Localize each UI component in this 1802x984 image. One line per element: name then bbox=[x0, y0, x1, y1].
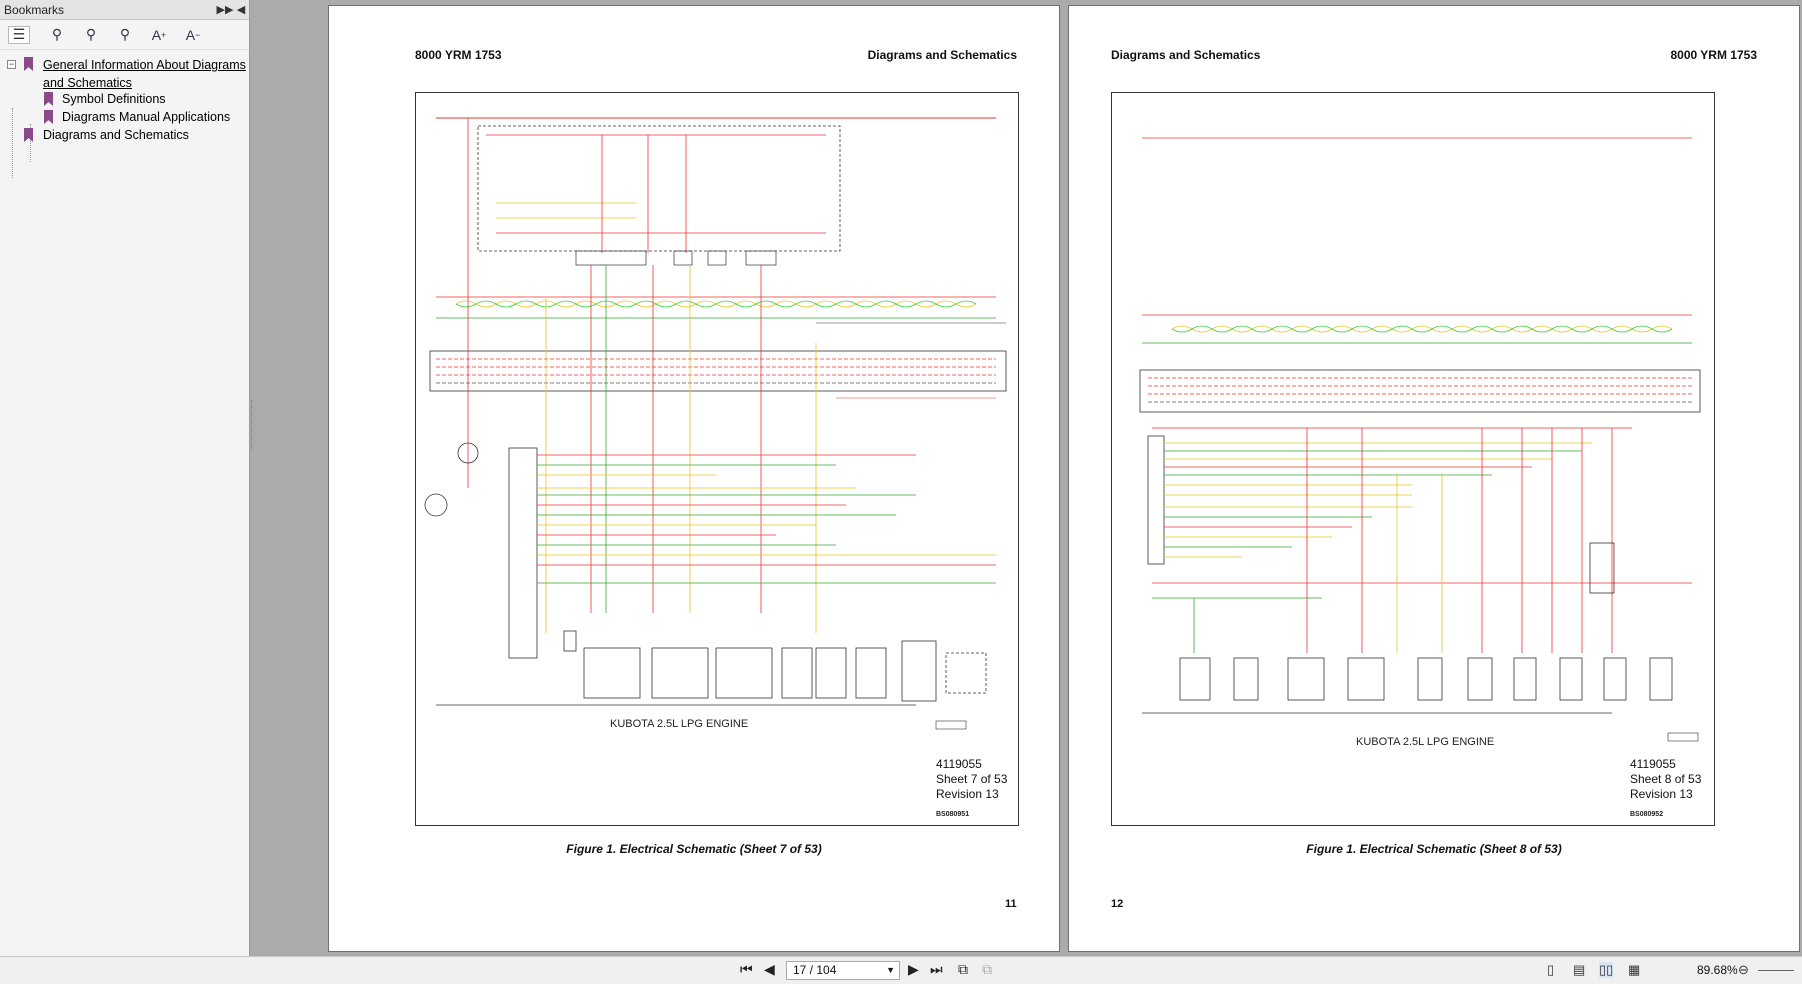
bottom-toolbar: ⏮ ◀ 17 / 104 ▼ ▶ ⏭ ⧉ ⧉ ▯ ▤ ▯▯ ▦ 89.68% ⊖ bbox=[0, 956, 1802, 984]
sheet-info: 4119055 Sheet 7 of 53 Revision 13 bbox=[936, 757, 1007, 802]
decrease-font-icon[interactable]: A− bbox=[185, 26, 201, 43]
collapse-panel-icon[interactable]: ◀ bbox=[236, 4, 246, 16]
find-current-bookmark-icon[interactable]: ⚲ bbox=[119, 26, 131, 42]
continuous-facing-icon[interactable]: ▦ bbox=[1628, 962, 1641, 977]
page-number: 12 bbox=[1111, 898, 1124, 910]
page-12: Diagrams and Schematics 8000 YRM 1753 bbox=[1068, 5, 1800, 952]
page-number-field[interactable]: 17 / 104 ▼ bbox=[786, 961, 900, 980]
zoom-slider[interactable] bbox=[1758, 970, 1794, 971]
bookmark-label[interactable]: Symbol Definitions bbox=[62, 92, 166, 106]
schematic-frame: KUBOTA 2.5L LPG ENGINE 4119055 Sheet 7 o… bbox=[415, 92, 1019, 826]
schematic-drawing bbox=[1139, 137, 1701, 742]
bookmark-tree: − General Information About Diagrams and… bbox=[0, 50, 249, 178]
options-menu-icon[interactable]: ☰ bbox=[8, 25, 30, 44]
page-header-right: 8000 YRM 1753 bbox=[1670, 48, 1757, 62]
increase-font-icon[interactable]: A+ bbox=[151, 26, 167, 43]
facing-pages-icon[interactable]: ▯▯ bbox=[1599, 962, 1614, 978]
bookmark-label-line2: and Schematics bbox=[43, 76, 132, 90]
revision: Revision 13 bbox=[1630, 787, 1693, 801]
panel-splitter[interactable] bbox=[251, 400, 255, 450]
page-11: 8000 YRM 1753 Diagrams and Schematics bbox=[328, 5, 1060, 952]
bookmarks-panel: Bookmarks ▶▶ ◀ ☰ ⚲ ⚲ ⚲ A+ A− − General I… bbox=[0, 0, 250, 956]
drawing-code: BS080951 bbox=[936, 811, 970, 818]
schematic-drawing bbox=[424, 117, 1007, 730]
collapse-toggle-icon[interactable]: − bbox=[7, 59, 16, 69]
sheet-number: Sheet 7 of 53 bbox=[936, 772, 1008, 786]
drawing-code: BS080952 bbox=[1630, 811, 1664, 818]
zoom-value[interactable]: 89.68% bbox=[1697, 963, 1738, 977]
page-header-left: Diagrams and Schematics bbox=[1111, 48, 1261, 62]
engine-label: KUBOTA 2.5L LPG ENGINE bbox=[1356, 736, 1495, 748]
expand-panel-icon[interactable]: ▶▶ bbox=[216, 4, 234, 16]
bookmark-icon bbox=[44, 92, 53, 106]
revision: Revision 13 bbox=[936, 787, 999, 801]
bookmark-item-general-information[interactable]: − General Information About Diagrams and… bbox=[0, 54, 249, 90]
sheet-info: 4119055 Sheet 8 of 53 Revision 13 bbox=[1630, 757, 1701, 802]
bookmark-item-symbol-definitions[interactable]: Symbol Definitions bbox=[0, 90, 249, 108]
engine-label: KUBOTA 2.5L LPG ENGINE bbox=[610, 718, 749, 730]
sheet-number: Sheet 8 of 53 bbox=[1630, 772, 1702, 786]
last-page-icon[interactable]: ⏭ bbox=[930, 961, 943, 977]
next-page-icon[interactable]: ▶ bbox=[908, 961, 919, 977]
bookmark-label-line1: General Information About Diagrams bbox=[43, 58, 246, 72]
page-number: 11 bbox=[1005, 898, 1017, 910]
zoom-out-icon[interactable]: ⊖ bbox=[1738, 962, 1749, 977]
bookmark-label[interactable]: Diagrams and Schematics bbox=[43, 128, 189, 142]
bookmark-item-diagrams-manual-applications[interactable]: Diagrams Manual Applications bbox=[0, 108, 249, 126]
document-view[interactable]: 8000 YRM 1753 Diagrams and Schematics bbox=[250, 0, 1802, 956]
find-bookmark-icon[interactable]: ⚲ bbox=[51, 26, 63, 42]
first-page-icon[interactable]: ⏮ bbox=[740, 961, 753, 977]
bookmark-icon bbox=[24, 128, 33, 142]
doc-number: 4119055 bbox=[1630, 757, 1676, 771]
bookmark-icon bbox=[44, 110, 53, 124]
page-header-right: Diagrams and Schematics bbox=[867, 48, 1017, 62]
bookmark-label[interactable]: Diagrams Manual Applications bbox=[62, 110, 231, 124]
find-next-bookmark-icon[interactable]: ⚲ bbox=[85, 26, 97, 42]
previous-view-icon[interactable]: ⧉ bbox=[958, 961, 968, 977]
page-number-value: 17 / 104 bbox=[793, 963, 837, 977]
schematic-frame: KUBOTA 2.5L LPG ENGINE 4119055 Sheet 8 o… bbox=[1111, 92, 1715, 826]
previous-page-icon[interactable]: ◀ bbox=[764, 961, 775, 977]
next-view-icon[interactable]: ⧉ bbox=[982, 961, 992, 977]
bookmarks-header: Bookmarks ▶▶ ◀ bbox=[0, 0, 249, 20]
doc-number: 4119055 bbox=[936, 757, 982, 771]
chevron-down-icon[interactable]: ▼ bbox=[886, 965, 895, 975]
page-header-left: 8000 YRM 1753 bbox=[415, 48, 502, 62]
bookmark-item-diagrams-and-schematics[interactable]: Diagrams and Schematics bbox=[0, 126, 249, 144]
continuous-page-icon[interactable]: ▤ bbox=[1573, 962, 1586, 977]
figure-caption: Figure 1. Electrical Schematic (Sheet 8 … bbox=[1306, 842, 1562, 856]
single-page-icon[interactable]: ▯ bbox=[1547, 962, 1555, 977]
bookmark-icon bbox=[24, 57, 33, 71]
bookmarks-toolbar: ☰ ⚲ ⚲ ⚲ A+ A− bbox=[0, 20, 249, 50]
figure-caption: Figure 1. Electrical Schematic (Sheet 7 … bbox=[566, 842, 822, 856]
bookmarks-title: Bookmarks bbox=[4, 2, 65, 17]
